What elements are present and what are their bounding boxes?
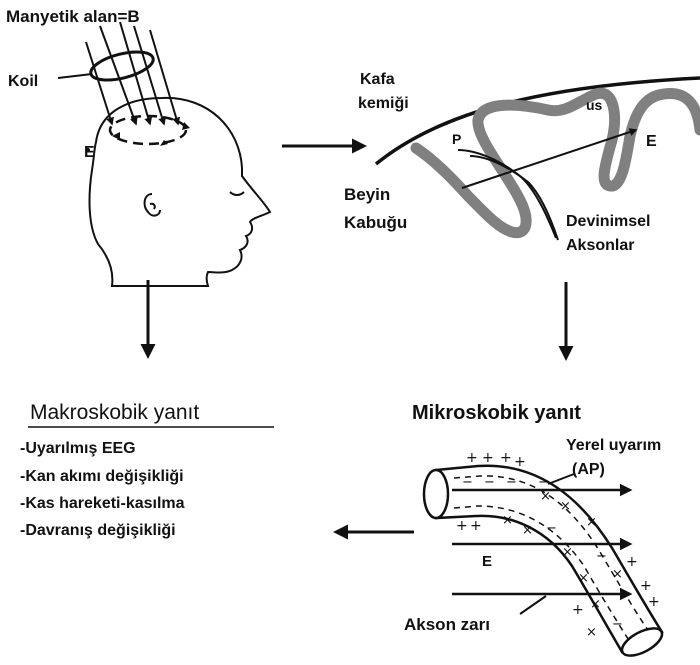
skull-label-1: Kafa: [360, 71, 395, 88]
svg-text:−: −: [612, 617, 623, 632]
e-field-head-label: E: [84, 144, 95, 161]
svg-text:+: +: [456, 518, 468, 534]
svg-text:+: +: [482, 450, 494, 466]
field-lines: [86, 22, 178, 124]
head-figure: [86, 98, 270, 286]
svg-text:×: ×: [586, 515, 597, 530]
e-field-brain-label: E: [646, 133, 657, 150]
axon-membrane-label: Akson zarı: [404, 615, 490, 634]
magnetic-field-label: Manyetik alan=B: [6, 7, 140, 26]
svg-text:×: ×: [586, 625, 597, 640]
svg-text:×: ×: [502, 513, 513, 528]
macro-title: Makroskobik yanıt: [30, 401, 199, 424]
local-excitation-leader: [548, 474, 574, 484]
local-excitation-label-2: (AP): [572, 461, 605, 478]
membrane-leader: [520, 596, 546, 614]
gyrus-label: us: [586, 97, 603, 113]
axon-cross-section: [424, 470, 448, 518]
svg-text:×: ×: [562, 545, 573, 560]
local-excitation-label-1: Yerel uyarım: [566, 437, 661, 454]
svg-text:×: ×: [522, 523, 533, 538]
svg-text:×: ×: [560, 499, 571, 514]
svg-text:+: +: [514, 454, 526, 470]
svg-text:+: +: [500, 450, 512, 466]
svg-text:−: −: [484, 475, 495, 490]
macro-item: -Davranış değişikliği: [20, 522, 176, 539]
p-label: P: [452, 131, 461, 147]
cortex-label-1: Beyin: [344, 185, 390, 204]
svg-text:×: ×: [612, 567, 623, 582]
motor-axons-label-1: Devinimsel: [566, 213, 650, 230]
motor-axons-label-2: Aksonlar: [566, 237, 634, 254]
skull-label-2: kemiği: [358, 95, 409, 112]
svg-text:−: −: [506, 475, 517, 490]
cortex-label-2: Kabuğu: [344, 213, 407, 232]
micro-title: Mikroskobik yanıt: [412, 402, 581, 424]
svg-text:+: +: [640, 578, 652, 594]
macro-item: -Uyarılmış EEG: [20, 440, 136, 457]
svg-text:−: −: [596, 549, 607, 564]
svg-text:+: +: [626, 554, 638, 570]
svg-text:−: −: [462, 475, 473, 490]
svg-text:+: +: [470, 518, 482, 534]
coil-label: Koil: [8, 73, 38, 90]
svg-text:−: −: [538, 475, 549, 490]
svg-text:+: +: [572, 602, 584, 618]
cortex-figure: [376, 78, 700, 240]
svg-text:×: ×: [578, 571, 589, 586]
macro-item: -Kan akımı değişikliği: [20, 468, 184, 485]
macro-item: -Kas hareketi-kasılma: [20, 495, 185, 512]
e-field-axon-label: E: [482, 553, 492, 570]
svg-text:+: +: [648, 594, 660, 610]
svg-text:−: −: [546, 521, 557, 536]
svg-text:×: ×: [590, 597, 601, 612]
gyrus-band: [416, 93, 700, 232]
svg-text:+: +: [466, 450, 478, 466]
